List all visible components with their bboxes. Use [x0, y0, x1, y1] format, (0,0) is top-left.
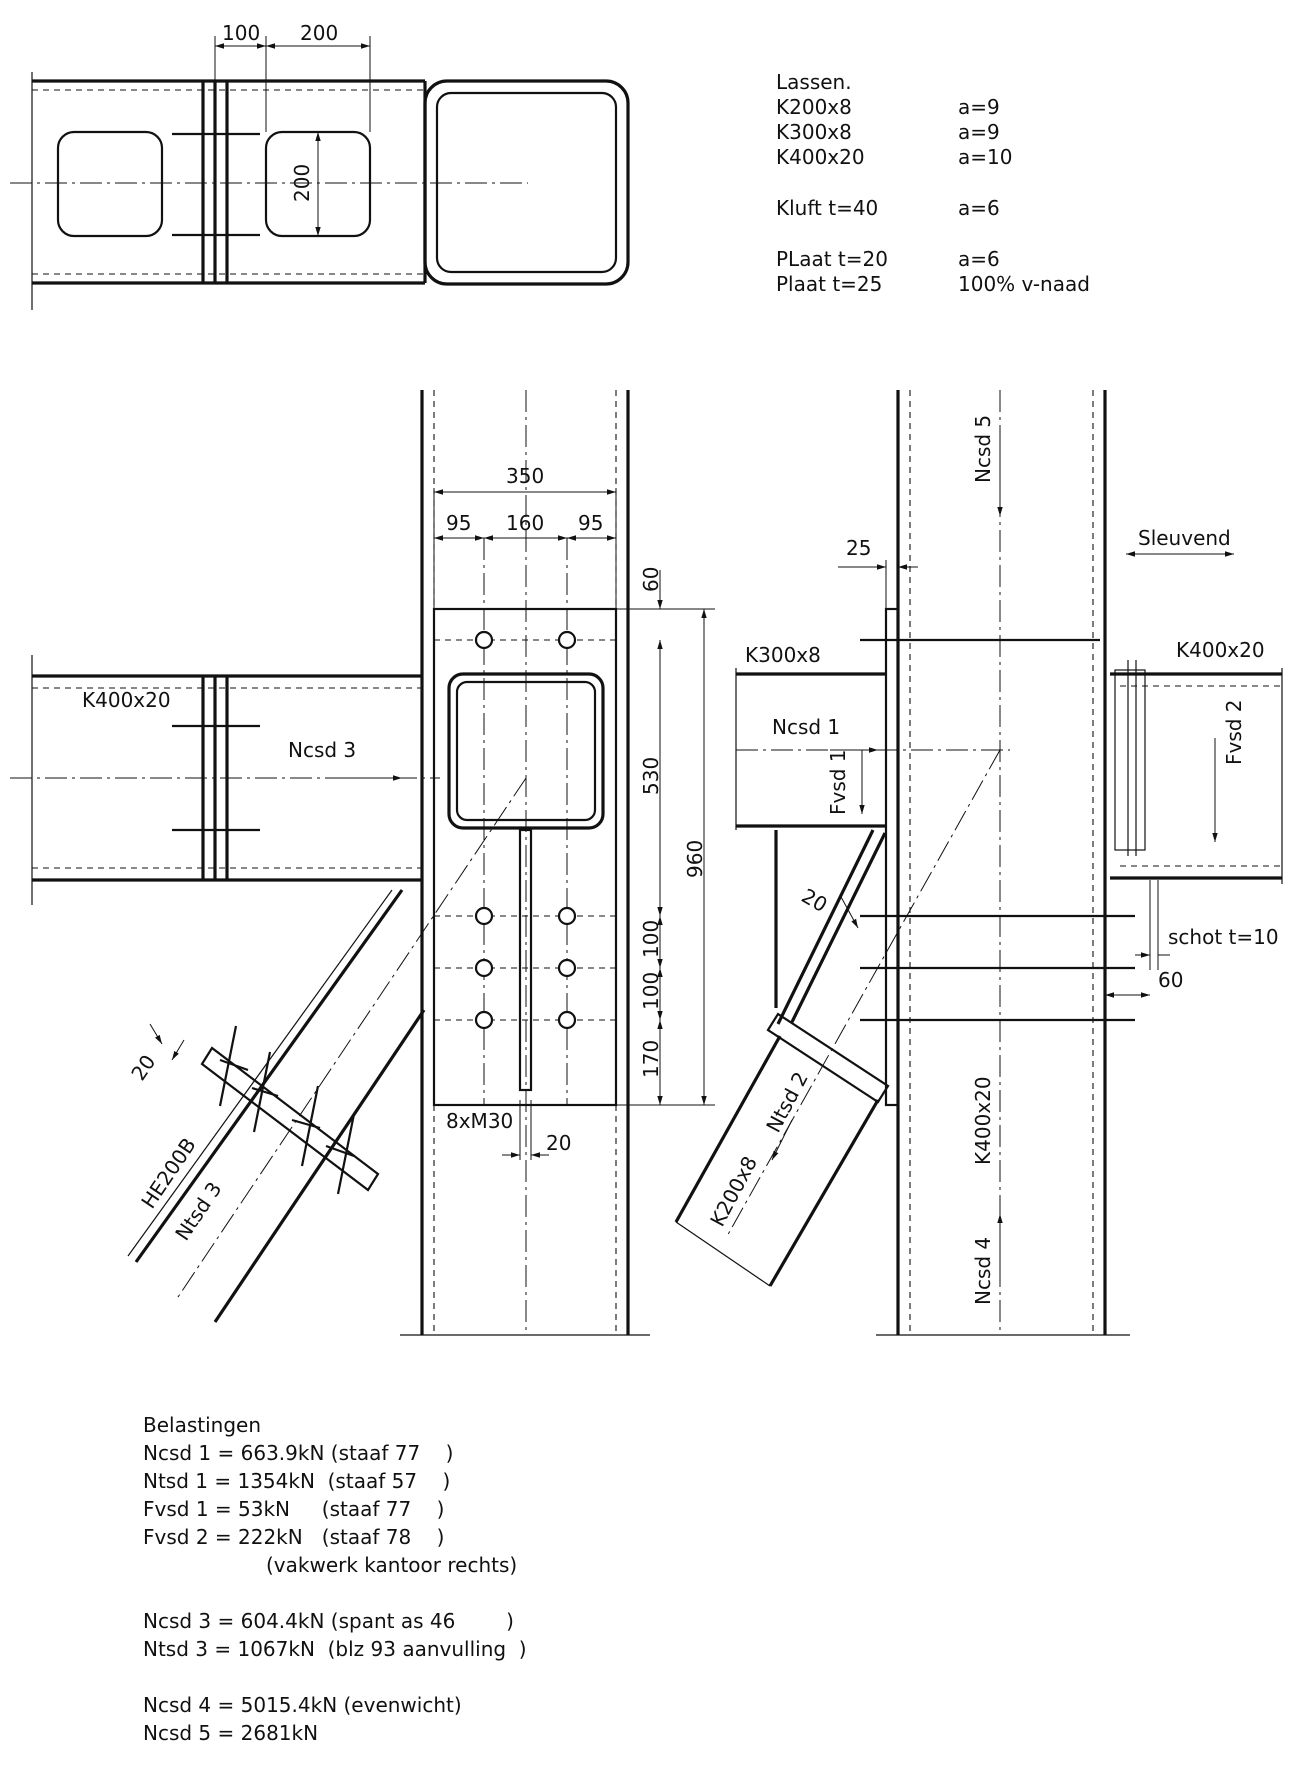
dim-170: 170 [639, 1040, 663, 1078]
dim-160: 160 [506, 511, 544, 535]
dim-20-gusset: 20 [546, 1131, 571, 1155]
load-line: Ncsd 4 = 5015.4kN (evenwicht) [143, 1693, 462, 1717]
right-beam-label: K400x20 [1176, 638, 1265, 662]
bolt-hole [474, 630, 494, 650]
load-line: Fvsd 2 = 222kN (staaf 78 ) [143, 1525, 444, 1549]
force-fvsd2: Fvsd 2 [1222, 699, 1246, 765]
load-line: Ncsd 1 = 663.9kN (staaf 77 ) [143, 1441, 453, 1465]
dim-95-right: 95 [578, 511, 603, 535]
weld-member: PLaat t=20 [776, 247, 888, 271]
weld-size: a=10 [958, 145, 1012, 169]
weld-member: K200x8 [776, 95, 852, 119]
force-ntsd2: Ntsd 2 [761, 1068, 813, 1137]
brace-label: K200x8 [705, 1152, 762, 1230]
weld-member: Kluft t=40 [776, 196, 878, 220]
weld-member: Plaat t=25 [776, 272, 882, 296]
force-ncsd1: Ncsd 1 [772, 715, 840, 739]
loads-notes: Belastingen Ncsd 1 = 663.9kN (staaf 77 )… [143, 1413, 527, 1745]
weld-size: 100% v-naad [958, 272, 1090, 296]
side-elevation-view: 25 Sleuvend K300x8 K400x20 Ncsd 1 Fvsd 1… [674, 390, 1283, 1336]
top-dim-200-horizontal: 200 [300, 21, 338, 45]
bolt-hole [474, 1010, 494, 1030]
dim-60-side: 60 [1158, 968, 1183, 992]
force-ntsd3: Ntsd 3 [170, 1177, 226, 1244]
force-ncsd4: Ncsd 4 [971, 1237, 995, 1305]
dim-25: 25 [846, 536, 871, 560]
bolt-hole [557, 906, 577, 926]
bolt-hole [474, 958, 494, 978]
loads-heading: Belastingen [143, 1413, 261, 1437]
force-fvsd1: Fvsd 1 [826, 749, 850, 815]
weld-member: K400x20 [776, 145, 865, 169]
top-dim-100: 100 [222, 21, 260, 45]
left-beam-label: K300x8 [745, 643, 821, 667]
weld-heading: Lassen. [776, 70, 852, 94]
load-line: Ntsd 1 = 1354kN (staaf 57 ) [143, 1469, 450, 1493]
dim-350: 350 [506, 464, 544, 488]
load-line: (vakwerk kantoor rechts) [266, 1553, 517, 1577]
dim-960: 960 [683, 840, 707, 878]
weld-size: a=6 [958, 247, 1000, 271]
bolt-hole [557, 630, 577, 650]
weld-size: a=9 [958, 120, 1000, 144]
beam-label: K400x20 [82, 688, 171, 712]
bolt-hole [557, 1010, 577, 1030]
load-line: Ncsd 3 = 604.4kN (spant as 46 ) [143, 1609, 514, 1633]
bulkhead-label: schot t=10 [1168, 925, 1279, 949]
load-line: Fvsd 1 = 53kN (staaf 77 ) [143, 1497, 444, 1521]
column-label: K400x20 [971, 1076, 995, 1165]
slotted-end-label: Sleuvend [1138, 526, 1231, 550]
front-elevation-view: 350 95 160 95 60 530 960 100 100 170 8xM… [10, 390, 715, 1336]
weld-size: a=6 [958, 196, 1000, 220]
weld-table: Lassen. K200x8 a=9 K300x8 a=9 K400x20 a=… [776, 70, 1090, 296]
load-line: Ncsd 5 = 2681kN [143, 1721, 318, 1745]
dim-60: 60 [639, 567, 663, 592]
bolt-spec: 8xM30 [446, 1109, 513, 1133]
dim-20-brace: 20 [126, 1050, 160, 1085]
dim-100-b: 100 [639, 972, 663, 1010]
force-ncsd5: Ncsd 5 [971, 415, 995, 483]
bolt-hole [557, 958, 577, 978]
dim-20: 20 [798, 884, 832, 918]
bolt-hole [474, 906, 494, 926]
force-ncsd3: Ncsd 3 [288, 738, 356, 762]
top-plan-view: 100 200 200 [10, 21, 630, 310]
weld-size: a=9 [958, 95, 1000, 119]
weld-member: K300x8 [776, 120, 852, 144]
dim-530: 530 [639, 757, 663, 795]
dim-100-a: 100 [639, 920, 663, 958]
top-dim-200-vertical: 200 [290, 164, 314, 202]
load-line: Ntsd 3 = 1067kN (blz 93 aanvulling ) [143, 1637, 527, 1661]
dim-95-left: 95 [446, 511, 471, 535]
